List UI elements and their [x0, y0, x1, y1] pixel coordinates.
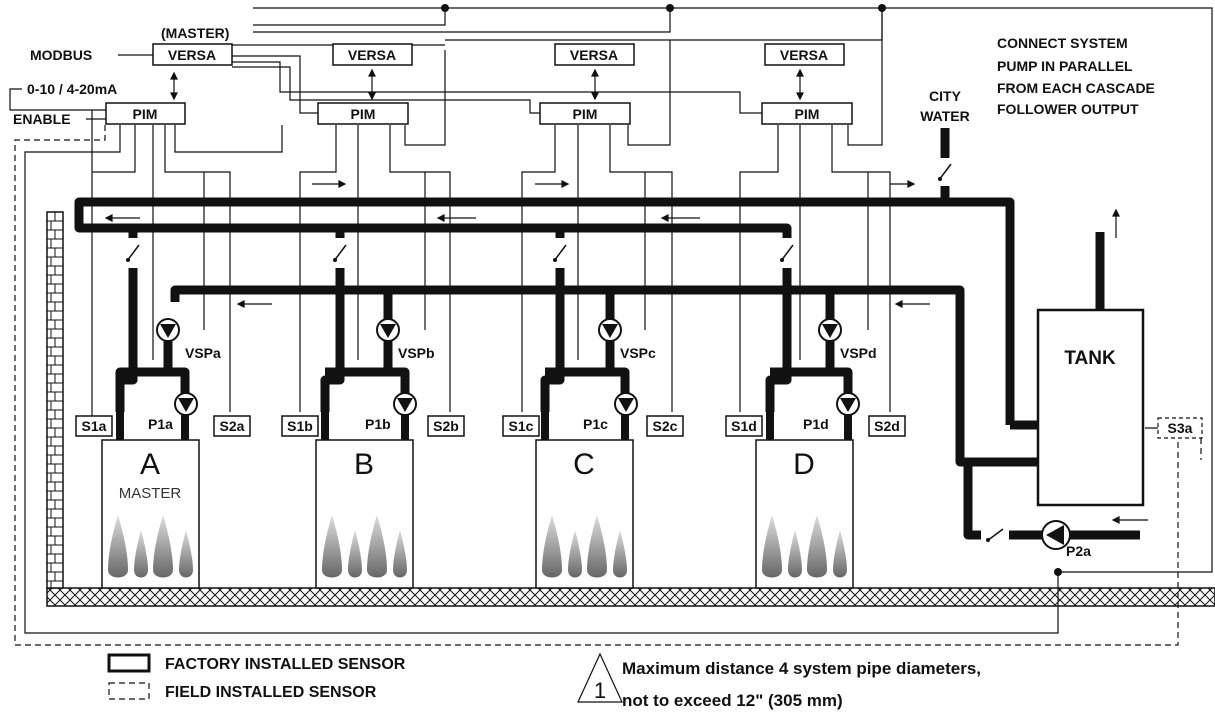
- p1b-label: P1b: [365, 416, 391, 432]
- wall-brick: [46, 211, 64, 590]
- vspd-pump-icon: [818, 318, 842, 342]
- pim-label-c: PIM: [573, 106, 598, 122]
- s2d-label: S2d: [874, 418, 900, 434]
- distance-note-line2: not to exceed 12" (305 mm): [622, 691, 843, 710]
- p1d-label: P1d: [803, 416, 829, 432]
- pumps: [156, 318, 860, 416]
- p1c-label: P1c: [583, 416, 608, 432]
- p2a-pump-icon: [1041, 520, 1071, 550]
- distance-triangle-icon: [577, 652, 623, 703]
- pim-label-master: PIM: [133, 106, 158, 122]
- analog-label: 0-10 / 4-20mA: [27, 81, 117, 97]
- field-sensor-legend-label: FIELD INSTALLED SENSOR: [165, 684, 377, 701]
- distance-note-line1: Maximum distance 4 system pipe diameters…: [622, 659, 981, 678]
- vspb-pump-icon: [376, 318, 400, 342]
- master-top-label: (MASTER): [161, 25, 229, 41]
- boiler-a: A MASTER: [101, 439, 200, 589]
- versa-box-b: [332, 43, 413, 66]
- distance-triangle-number: 1: [594, 678, 606, 703]
- boiler-letter: A: [140, 448, 160, 481]
- s2a-label: S2a: [220, 418, 245, 434]
- pim-box-b: [317, 102, 409, 125]
- s3a-box: [1157, 417, 1203, 439]
- sensor-boxes: S1a S2a S1b S2b S1c S2c S1d S2d: [75, 415, 906, 437]
- tank-label: TANK: [1064, 348, 1116, 369]
- city-water-label-line2: WATER: [920, 108, 970, 124]
- flow-arrows: [104, 68, 1148, 524]
- s1d-label: S1d: [731, 418, 757, 434]
- factory-sensor-legend-icon: [107, 653, 151, 673]
- boiler-b: B: [315, 439, 414, 589]
- pim-label-d: PIM: [795, 106, 820, 122]
- s2c-label: S2c: [653, 418, 678, 434]
- p2a-label: P2a: [1066, 543, 1091, 559]
- p1a-label: P1a: [148, 416, 173, 432]
- note-line4: FOLLOWER OUTPUT: [997, 101, 1139, 117]
- field-sensor-legend-icon: [108, 682, 150, 700]
- controllers: VERSA VERSA VERSA VERSA PIM PIM PIM PIM: [105, 43, 853, 125]
- check-valves: [126, 158, 1009, 542]
- vspb-label: VSPb: [398, 345, 435, 361]
- vspa-label: VSPa: [185, 345, 221, 361]
- pim-box-d: [761, 102, 853, 125]
- p1a-pump-icon: [174, 392, 198, 416]
- s1b-label: S1b: [287, 418, 313, 434]
- factory-sensor-legend-label: FACTORY INSTALLED SENSOR: [165, 656, 406, 673]
- versa-label-b: VERSA: [348, 47, 396, 63]
- p1c-pump-icon: [614, 392, 638, 416]
- s1c-label: S1c: [509, 418, 534, 434]
- vspc-pump-icon: [598, 318, 622, 342]
- city-water-label-line1: CITY: [929, 88, 962, 104]
- vspc-label: VSPc: [620, 345, 656, 361]
- boiler-letter: C: [573, 448, 595, 481]
- versa-label-master: VERSA: [168, 47, 216, 63]
- pim-box-master: [105, 102, 186, 125]
- boiler-d: D: [755, 439, 854, 589]
- note-line3: FROM EACH CASCADE: [997, 80, 1155, 96]
- s2b-label: S2b: [433, 418, 459, 434]
- versa-label-c: VERSA: [570, 47, 618, 63]
- s3a-label: S3a: [1168, 420, 1193, 436]
- versa-label-d: VERSA: [780, 47, 828, 63]
- pim-label-b: PIM: [351, 106, 376, 122]
- tank-box: [1036, 308, 1145, 507]
- pipe-stems: [116, 404, 852, 440]
- boiler-letter: B: [354, 448, 374, 481]
- boiler-sub: MASTER: [119, 485, 182, 502]
- boiler-letter: D: [793, 448, 815, 481]
- vspd-label: VSPd: [840, 345, 877, 361]
- pim-box-c: [539, 102, 631, 125]
- note-line1: CONNECT SYSTEM: [997, 35, 1128, 51]
- enable-label: ENABLE: [13, 111, 71, 127]
- p1b-pump-icon: [393, 392, 417, 416]
- note-line2: PUMP IN PARALLEL: [997, 58, 1133, 74]
- vspa-pump-icon: [156, 318, 180, 342]
- s1a-label: S1a: [82, 418, 107, 434]
- versa-box-c: [554, 43, 635, 66]
- floor-hatch: [46, 587, 1215, 607]
- p1d-pump-icon: [836, 392, 860, 416]
- boiler-c: C: [535, 439, 634, 589]
- modbus-label: MODBUS: [30, 47, 92, 63]
- versa-box-d: [764, 43, 845, 66]
